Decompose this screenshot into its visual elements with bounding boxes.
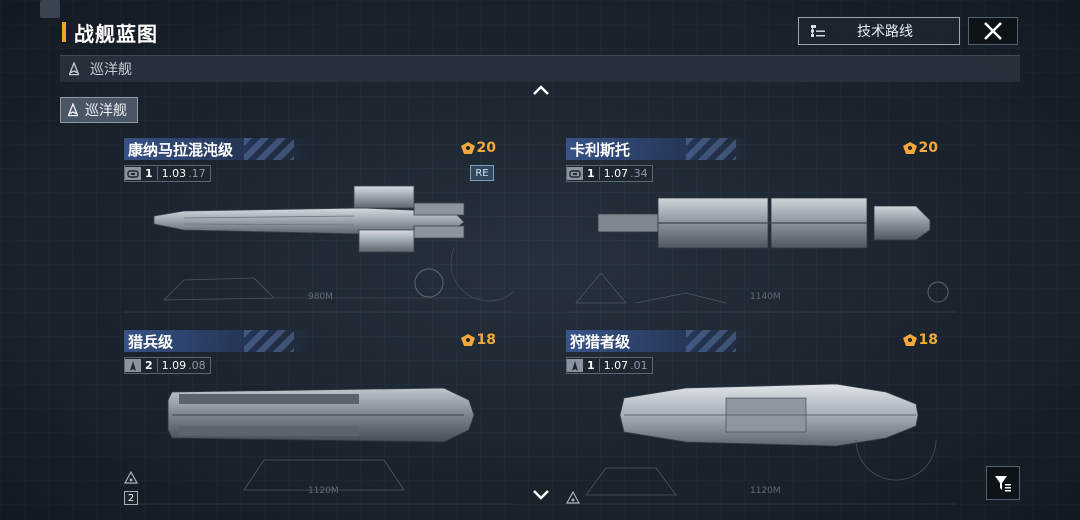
ship-subversion: .01 xyxy=(630,359,648,372)
tech-route-label: 技术路线 xyxy=(857,24,913,40)
category-label: 巡洋舰 xyxy=(90,62,132,78)
ship-tier: 1 xyxy=(583,359,600,372)
ship-cost-value: 18 xyxy=(476,332,496,348)
ship-cost: 20 xyxy=(902,140,938,156)
ship-name-bar: 猎兵级 xyxy=(124,330,314,352)
command-point-icon xyxy=(460,334,475,346)
ship-cost-value: 20 xyxy=(918,140,938,156)
ship-image xyxy=(153,185,465,253)
ship-image xyxy=(167,387,475,443)
ship-count-badge: 2 xyxy=(124,491,138,505)
ship-version: 1.03 xyxy=(161,167,187,180)
ship-stats: 1 1.07 .34 xyxy=(566,165,653,182)
scroll-up-chevron-icon[interactable] xyxy=(532,84,550,96)
cruiser-icon xyxy=(68,62,82,76)
fighter-silhouette-icon xyxy=(567,359,583,372)
ship-subversion: .34 xyxy=(630,167,648,180)
filter-tab-label: 巡洋舰 xyxy=(85,103,127,119)
ship-subversion: .08 xyxy=(188,359,206,372)
ship-name-bar: 卡利斯托 xyxy=(566,138,756,160)
page-title-bar: 战舰蓝图 xyxy=(62,18,158,46)
ship-length: 980M xyxy=(308,292,333,302)
ship-name: 卡利斯托 xyxy=(570,140,631,159)
ship-schematic xyxy=(566,440,956,505)
cruiser-emblem-icon xyxy=(567,167,583,180)
close-icon xyxy=(984,22,1002,40)
ship-tier: 1 xyxy=(583,167,600,180)
filter-icon xyxy=(995,476,1011,492)
ship-cost-value: 20 xyxy=(476,140,496,156)
page-title: 战舰蓝图 xyxy=(74,21,158,46)
ship-name: 康纳马拉混沌级 xyxy=(128,140,234,159)
ship-stats: 1 1.03 .17 xyxy=(124,165,211,182)
ship-subversion: .17 xyxy=(188,167,206,180)
ship-cost-value: 18 xyxy=(918,332,938,348)
ship-name: 猎兵级 xyxy=(128,332,174,351)
ship-length: 1120M xyxy=(308,486,339,496)
ship-version: 1.07 xyxy=(603,167,629,180)
ship-schematic xyxy=(124,459,514,505)
cruiser-icon xyxy=(566,491,580,505)
close-button[interactable] xyxy=(968,17,1018,45)
ship-schematic xyxy=(566,272,956,313)
cruiser-emblem-icon xyxy=(125,167,141,180)
command-point-icon xyxy=(460,142,475,154)
ship-stats: 2 1.09 .08 xyxy=(124,357,211,374)
scroll-down-chevron-icon[interactable] xyxy=(532,489,550,501)
command-point-icon xyxy=(902,334,917,346)
cruiser-icon xyxy=(67,103,79,117)
ship-name-bar: 康纳马拉混沌级 xyxy=(124,138,314,160)
tech-tree-icon xyxy=(805,18,831,44)
ship-corner-icons xyxy=(566,491,580,505)
ship-image xyxy=(597,197,931,249)
name-bar-stripes xyxy=(686,330,736,352)
fighter-silhouette-icon xyxy=(125,359,141,372)
category-subheader: 巡洋舰 xyxy=(60,55,1020,82)
ship-length: 1140M xyxy=(750,292,781,302)
ship-name: 狩猎者级 xyxy=(570,332,631,351)
tech-route-button[interactable]: 技术路线 xyxy=(798,17,960,45)
re-badge: RE xyxy=(470,165,494,181)
command-point-icon xyxy=(902,142,917,154)
filter-button[interactable] xyxy=(986,466,1020,500)
ship-cost: 18 xyxy=(902,332,938,348)
ship-tier: 2 xyxy=(141,359,158,372)
name-bar-stripes xyxy=(686,138,736,160)
ship-version: 1.07 xyxy=(603,359,629,372)
ship-image xyxy=(619,383,919,447)
name-bar-stripes xyxy=(244,138,294,160)
ship-name-bar: 狩猎者级 xyxy=(566,330,756,352)
ship-card[interactable]: 卡利斯托 20 1 1.07 .34 1140M xyxy=(566,138,956,323)
ship-tier: 1 xyxy=(141,167,158,180)
cruiser-icon xyxy=(124,471,138,485)
title-accent xyxy=(62,22,66,42)
ship-card[interactable]: 猎兵级 18 2 1.09 .08 1120M 2 xyxy=(124,330,514,515)
name-bar-stripes xyxy=(244,330,294,352)
ship-length: 1120M xyxy=(750,486,781,496)
ship-version: 1.09 xyxy=(161,359,187,372)
ship-stats: 1 1.07 .01 xyxy=(566,357,653,374)
ship-cost: 20 xyxy=(460,140,496,156)
ship-corner-icons: 2 xyxy=(124,471,138,505)
ship-card[interactable]: 康纳马拉混沌级 20 1 1.03 .17 RE 980M xyxy=(124,138,514,323)
filter-tab-cruiser[interactable]: 巡洋舰 xyxy=(60,97,138,123)
ship-schematic xyxy=(124,248,514,313)
ship-card[interactable]: 狩猎者级 18 1 1.07 .01 1120M xyxy=(566,330,956,515)
corner-marker xyxy=(40,0,60,18)
ship-cost: 18 xyxy=(460,332,496,348)
